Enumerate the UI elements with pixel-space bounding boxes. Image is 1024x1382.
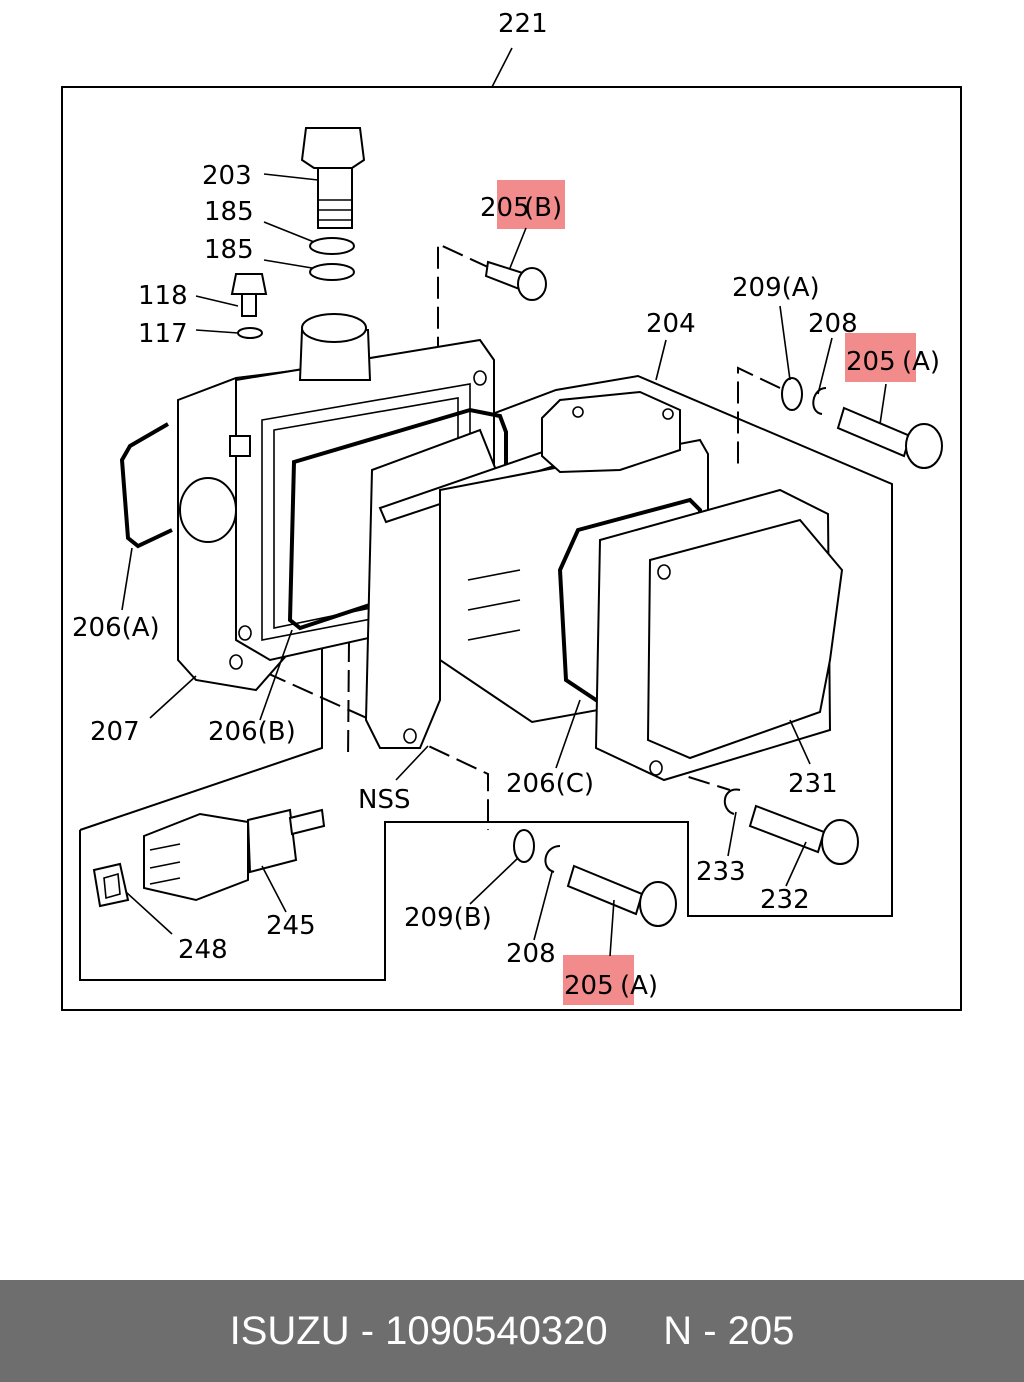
label-117: 117 [138, 319, 188, 349]
exploded-parts-diagram: 221 203 185 185 118 117 205 (B) 209(A) 2… [61, 9, 962, 1011]
washer-209-b [513, 829, 535, 863]
label-206-a: 206(A) [72, 613, 160, 643]
label-245: 245 [266, 911, 316, 941]
diagram-frame [61, 86, 962, 1011]
o-ring-206-a [119, 422, 173, 549]
kit-boundary-lower [79, 821, 488, 981]
washer-185-upper [309, 237, 355, 255]
label-231: 231 [788, 769, 838, 799]
label-204: 204 [646, 309, 696, 339]
label-185-lower: 185 [204, 235, 254, 265]
label-203: 203 [202, 161, 252, 191]
washer-185-lower [309, 263, 355, 281]
label-232: 232 [760, 885, 810, 915]
footer-bar: ISUZU - 1090540320 N - 205 [0, 1280, 1024, 1382]
label-118: 118 [138, 281, 188, 311]
banjo-bolt-203 [300, 127, 366, 229]
label-nss: NSS [358, 785, 410, 815]
label-206-c: 206(C) [506, 769, 594, 799]
label-248: 248 [178, 935, 228, 965]
label-205-a-bottom-suffix: (A) [620, 971, 658, 1001]
cover-231 [594, 488, 844, 782]
bolt-205-a-bottom [566, 864, 677, 927]
label-207: 207 [90, 717, 140, 747]
washer-209-a [781, 377, 803, 411]
connector-245 [143, 808, 326, 902]
bolt-205-a-top [836, 406, 943, 469]
highlight-205-b [497, 180, 565, 229]
label-208-top: 208 [808, 309, 858, 339]
footer-ref: N - 205 [663, 1308, 795, 1353]
label-208-bottom: 208 [506, 939, 556, 969]
bolt-118 [230, 273, 268, 317]
label-205-b-number: 205 [480, 193, 530, 223]
lock-washer-208-bottom [544, 845, 561, 873]
label-209-b: 209(B) [404, 903, 492, 933]
dash-line-205a-top [737, 366, 781, 468]
label-205-a-top-number: 205 [846, 347, 896, 377]
footer-gap [608, 1309, 664, 1354]
footer-part-number: 1090540320 [385, 1308, 608, 1353]
lock-washer-208-top [812, 387, 827, 415]
dash-line-bottom [237, 659, 489, 830]
bolt-232 [748, 804, 859, 865]
clip-248 [92, 862, 130, 908]
footer-separator: - [349, 1308, 386, 1353]
bolt-205-b [484, 260, 547, 301]
label-185-upper: 185 [204, 197, 254, 227]
highlight-205-a-bottom [563, 955, 634, 1005]
lock-washer-233 [724, 788, 741, 815]
leader-lines [121, 47, 887, 957]
label-205-a-bottom-number: 205 [564, 971, 614, 1001]
label-205-b-suffix: (B) [524, 193, 562, 223]
housing-boss [298, 313, 372, 381]
label-221: 221 [498, 9, 548, 39]
highlight-205-a-top [845, 333, 916, 382]
washer-117 [237, 327, 263, 339]
label-209-a: 209(A) [732, 273, 820, 303]
label-205-a-top-suffix: (A) [902, 347, 940, 377]
label-206-b: 206(B) [208, 717, 296, 747]
label-233: 233 [696, 857, 746, 887]
footer-brand: ISUZU [229, 1308, 350, 1353]
